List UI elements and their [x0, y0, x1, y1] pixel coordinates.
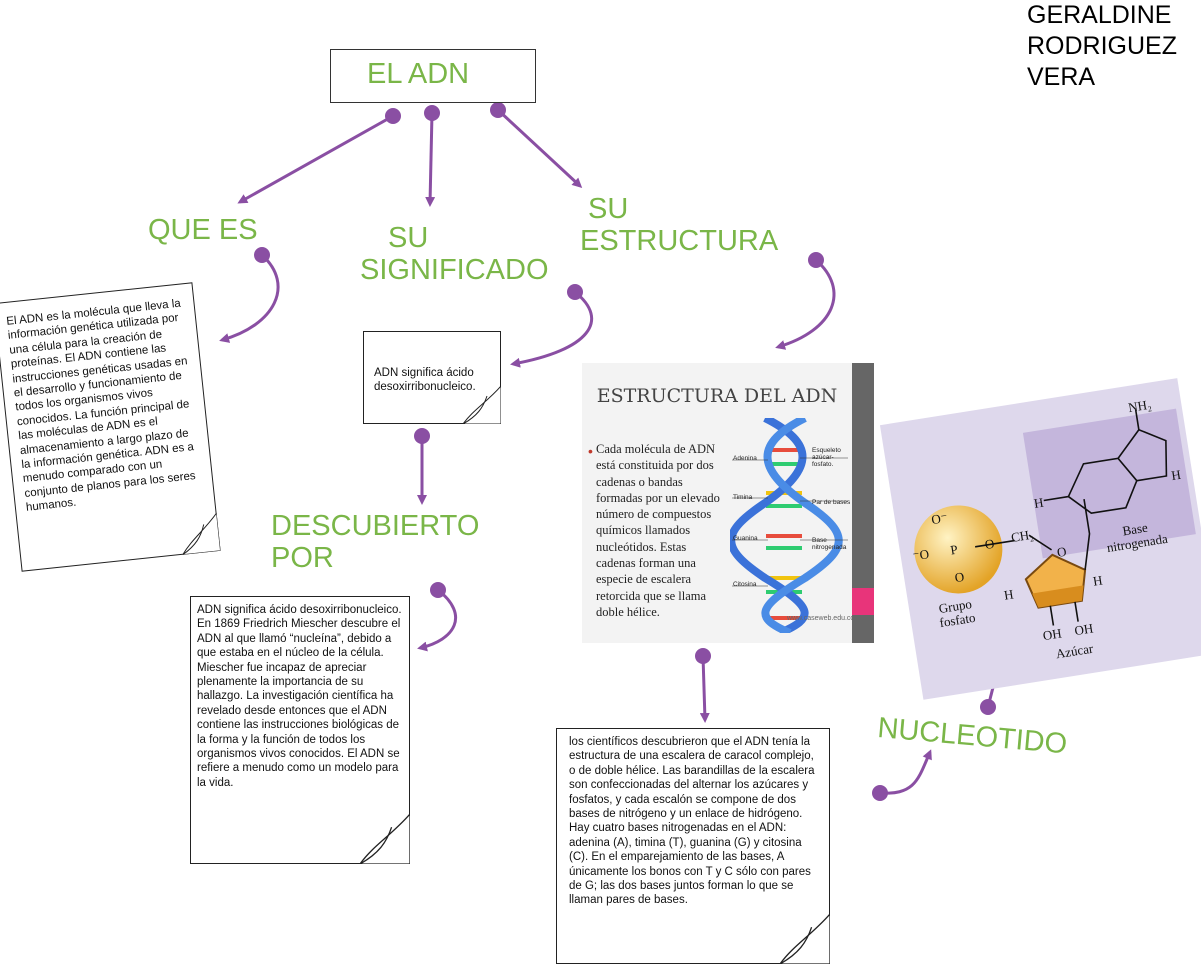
- branch-que-es[interactable]: QUE ES: [148, 214, 258, 246]
- slide-source: www.caseweb.edu.co: [787, 615, 855, 622]
- branch-significado[interactable]: SU SIGNIFICADO: [360, 222, 549, 286]
- slide-accent-mark: [852, 588, 874, 615]
- connector-dot: [254, 247, 270, 263]
- chem-o-left: ⁻O: [911, 546, 931, 564]
- branch-estructura-line: ESTRUCTURA: [580, 225, 779, 257]
- note-que-es: El ADN es la molécula que lleva la infor…: [0, 282, 221, 572]
- slide-label-guanina: Guanina: [733, 535, 758, 542]
- connector-dot: [490, 102, 506, 118]
- branch-estructura[interactable]: SU ESTRUCTURA: [580, 193, 778, 257]
- double-helix-icon: [730, 418, 848, 633]
- slide-side-bar: [852, 363, 874, 643]
- note-que-es-text: El ADN es la molécula que lleva la infor…: [5, 297, 197, 515]
- note-significado: ADN significa ácido desoxirribonucleico.: [363, 331, 501, 424]
- connector-dot: [430, 582, 446, 598]
- bullet-icon: •: [588, 443, 593, 459]
- slide-body: Cada molécula de ADN está constituida po…: [596, 442, 720, 619]
- author-name: GERALDINE RODRIGUEZ VERA: [1027, 0, 1201, 93]
- central-topic-box[interactable]: EL ADN: [330, 49, 536, 103]
- branch-descubierto[interactable]: DESCUBIERTO POR: [271, 510, 479, 574]
- note-estructura-text: los científicos descubrieron que el ADN …: [569, 736, 815, 907]
- note-estructura: los científicos descubrieron que el ADN …: [556, 728, 830, 964]
- connector-estructura-slide: [775, 258, 836, 350]
- page-curl-icon: [360, 814, 410, 864]
- note-significado-text: ADN significa ácido desoxirribonucleico.: [374, 367, 476, 394]
- branch-estructura-line: SU: [588, 193, 629, 225]
- slide-label-esqueleto: Esqueleto azúcar- fosfato.: [812, 447, 841, 468]
- chem-phosphate-label: Grupo fosfato: [936, 596, 977, 630]
- slide-label-par-bases: Par de bases: [812, 499, 851, 506]
- connector-dot: [424, 105, 440, 121]
- connector-title-significado: [425, 112, 436, 207]
- branch-significado-line: SU: [388, 222, 429, 254]
- page-curl-icon: [181, 513, 221, 555]
- page-curl-icon: [780, 914, 830, 964]
- chem-o-top: O⁻: [930, 509, 949, 528]
- slide-label-timina: Timina: [733, 494, 753, 501]
- connector-dot: [872, 785, 888, 801]
- branch-descubierto-line: POR: [271, 542, 334, 574]
- connector-dot: [567, 284, 583, 300]
- connector-title-que-es: [237, 114, 394, 204]
- connector-dot: [808, 252, 824, 268]
- slide-label-citosina: Citosina: [733, 581, 757, 588]
- nucleotide-structure-icon: [914, 409, 1168, 626]
- note-descubierto: ADN significa ácido desoxirribonucleico.…: [190, 596, 410, 864]
- branch-significado-line: SIGNIFICADO: [360, 254, 549, 286]
- central-topic-title: EL ADN: [367, 58, 470, 90]
- chem-oh-left: OH: [1041, 625, 1063, 644]
- nucleotide-diagram: O⁻ ⁻O P O O CH₂ O NH₂ H H H H OH OH Grup…: [879, 378, 1201, 700]
- page-curl-icon: [463, 386, 501, 424]
- slide-label-adenina: Adenina: [733, 455, 757, 462]
- author-line: VERA: [1027, 63, 1096, 91]
- connector-que-es-note: [219, 253, 280, 343]
- author-line: RODRIGUEZ: [1027, 32, 1177, 60]
- connector-estructura-nucleotido: [879, 749, 932, 795]
- note-descubierto-text: ADN significa ácido desoxirribonucleico.…: [197, 604, 402, 789]
- connector-dot: [385, 108, 401, 124]
- dna-structure-slide: ESTRUCTURA DEL ADN • Cada molécula de AD…: [582, 363, 874, 643]
- branch-descubierto-line: DESCUBIERTO: [271, 510, 480, 542]
- connector-dot: [414, 428, 430, 444]
- chem-oh-right: OH: [1073, 620, 1095, 639]
- connector-descubierto-note: [417, 588, 458, 652]
- connector-significado-note: [510, 290, 594, 368]
- connector-slide-estructura-note: [699, 655, 710, 723]
- connector-dot: [695, 648, 711, 664]
- connector-title-estructura: [496, 108, 583, 189]
- slide-title: ESTRUCTURA DEL ADN: [596, 385, 838, 407]
- slide-label-base-nitrogenada: Base nitrogenada: [812, 537, 847, 551]
- author-line: GERALDINE: [1027, 1, 1172, 29]
- connector-dot: [980, 699, 996, 715]
